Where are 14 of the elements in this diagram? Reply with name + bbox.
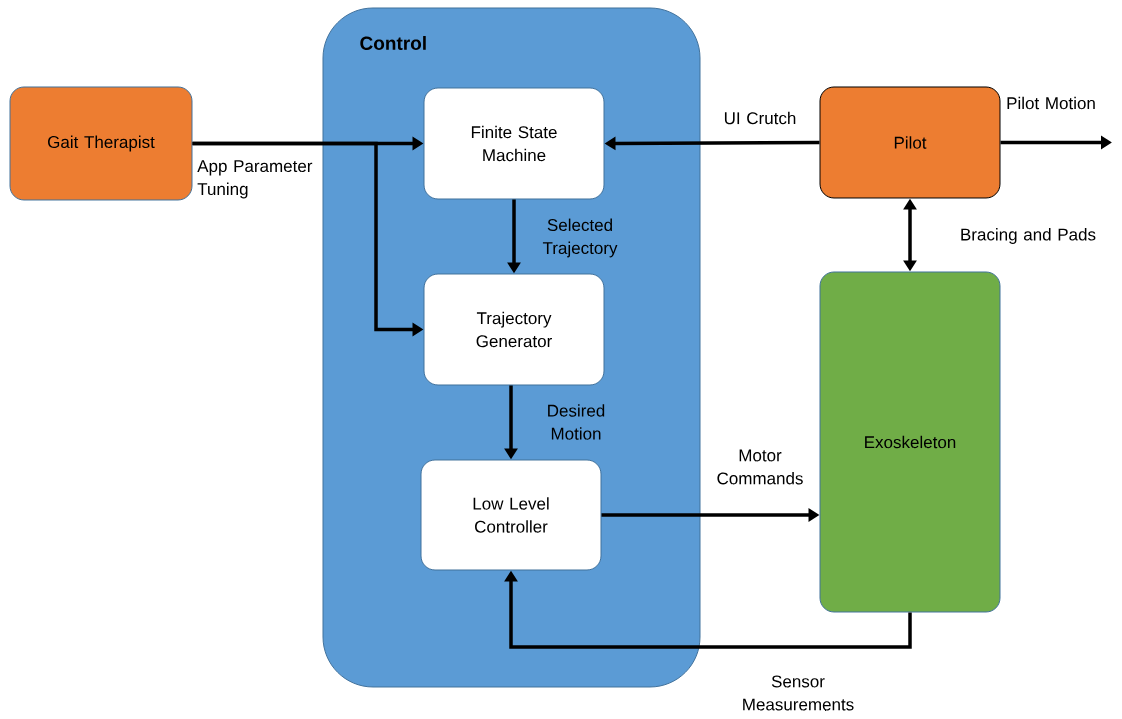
edge-label: Sensor Measurements — [743, 675, 854, 711]
edge-label: UI Crutch — [724, 111, 796, 125]
process-box: Trajectory Generator — [423, 273, 605, 386]
edge-label: Pilot Motion — [1007, 96, 1095, 110]
system-box: Exoskeleton — [819, 271, 1001, 613]
edge-label: App Parameter Tuning — [197, 160, 313, 199]
edge-label: Motor Commands — [717, 449, 803, 485]
actor-box: Gait Therapist — [9, 86, 193, 201]
edge-label: Desired Motion — [548, 404, 605, 440]
edge-label: Selected Trajectory — [542, 218, 618, 258]
edge-label: Bracing and Pads — [961, 228, 1096, 244]
process-box: Finite State Machine — [423, 87, 605, 200]
process-box: Low Level Controller — [420, 459, 602, 571]
actor-box: Pilot — [819, 86, 1001, 199]
